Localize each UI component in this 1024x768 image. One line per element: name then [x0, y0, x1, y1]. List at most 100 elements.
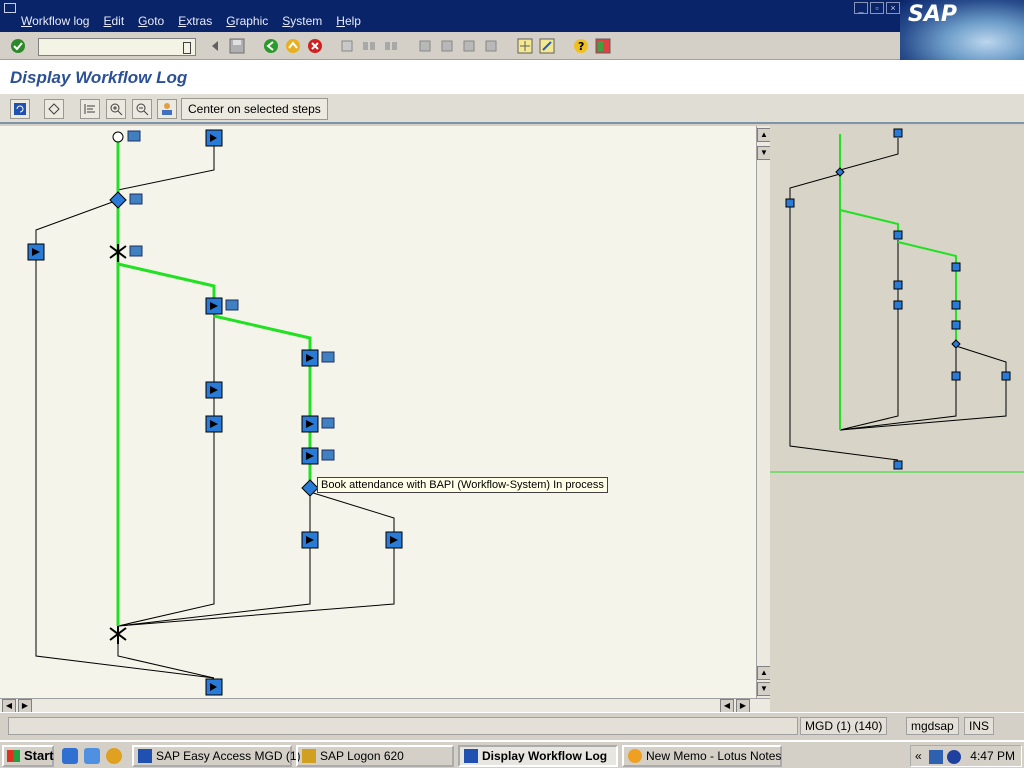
last-page-icon[interactable] [482, 37, 500, 55]
globe-icon[interactable] [947, 750, 961, 764]
menu-goto[interactable]: Goto [138, 14, 165, 28]
node-end-event[interactable] [205, 678, 223, 696]
workflow-graph[interactable] [0, 126, 756, 698]
scroll-page-left-icon[interactable]: ◀ [720, 699, 734, 713]
workflow-graph-icon[interactable] [44, 99, 64, 119]
minimize-icon[interactable]: _ [854, 2, 868, 14]
align-icon[interactable] [80, 99, 100, 119]
first-page-icon[interactable] [416, 37, 434, 55]
internet-explorer-icon[interactable] [62, 748, 78, 764]
node-tooltip: Book attendance with BAPI (Workflow-Syst… [317, 477, 608, 493]
task-lotus-notes-memo[interactable]: New Memo - Lotus Notes [622, 745, 782, 767]
node-step-1[interactable] [205, 297, 239, 315]
task-sap-easy-access[interactable]: SAP Easy Access MGD (1) [132, 745, 301, 767]
next-page-icon[interactable] [460, 37, 478, 55]
save-icon[interactable] [228, 37, 246, 55]
network-icon[interactable] [929, 750, 943, 764]
node-step-3[interactable] [205, 381, 223, 399]
print-icon[interactable] [338, 37, 356, 55]
vertical-scrollbar[interactable]: ▲ ▼ ▲ ▼ [756, 126, 771, 698]
enter-check-icon[interactable] [9, 37, 27, 55]
overview-graph [770, 126, 1024, 473]
exit-icon[interactable] [284, 37, 302, 55]
menu-workflow-log[interactable]: Workflow log [21, 14, 90, 28]
page-title: Display Workflow Log [10, 68, 188, 87]
system-menu-icon[interactable] [4, 3, 16, 13]
create-session-icon[interactable] [516, 37, 534, 55]
desktop-icon[interactable] [84, 748, 100, 764]
graph-connectors [35, 142, 395, 679]
node-step-6[interactable] [301, 447, 335, 465]
help-icon[interactable]: ? [572, 37, 590, 55]
node-step-2[interactable] [301, 349, 335, 367]
task-label: Display Workflow Log [482, 749, 608, 763]
menu-edit[interactable]: Edit [103, 14, 125, 28]
scroll-page-right-icon[interactable]: ▶ [18, 699, 32, 713]
scroll-page-down-icon[interactable]: ▼ [757, 146, 771, 160]
zoom-in-icon[interactable] [106, 99, 126, 119]
cancel-icon[interactable] [306, 37, 324, 55]
sap-logo-text: SAP [908, 2, 957, 27]
workflow-graph-pane[interactable]: Book attendance with BAPI (Workflow-Syst… [0, 126, 756, 698]
task-label: SAP Logon 620 [320, 749, 404, 763]
task-display-workflow-log[interactable]: Display Workflow Log [458, 745, 618, 767]
overview-icon[interactable] [157, 99, 177, 119]
system-info[interactable]: MGD (1) (140) [800, 717, 888, 735]
node-join[interactable] [109, 626, 127, 644]
menu-system[interactable]: System [282, 14, 323, 28]
node-step-4[interactable] [205, 415, 223, 433]
windows-taskbar: Start SAP Easy Access MGD (1) SAP Logon … [0, 740, 1024, 768]
node-step-left[interactable] [27, 243, 45, 261]
task-label: New Memo - Lotus Notes [646, 749, 782, 763]
node-step-8[interactable] [385, 531, 403, 549]
horizontal-scrollbar[interactable]: ◀ ▶ ◀ ▶ [0, 698, 770, 713]
menu-extras[interactable]: Extras [178, 14, 213, 28]
node-condition-1[interactable] [109, 191, 143, 209]
graph-overview-pane[interactable] [770, 126, 1024, 712]
close-icon[interactable]: × [886, 2, 900, 14]
application-toolbar: Center on selected steps [0, 94, 1024, 124]
command-field[interactable] [38, 38, 196, 56]
scroll-right-icon[interactable]: ▶ [736, 699, 750, 713]
node-step-5[interactable] [301, 415, 335, 433]
sap-logon-icon [302, 749, 316, 763]
menu-graphic[interactable]: Graphic [226, 14, 269, 28]
scroll-page-up-icon[interactable]: ▲ [757, 666, 771, 680]
task-sap-logon[interactable]: SAP Logon 620 [296, 745, 454, 767]
node-start-event[interactable] [112, 130, 141, 143]
zoom-out-icon[interactable] [132, 99, 152, 119]
media-player-icon[interactable] [106, 748, 122, 764]
window-title-bar: Workflow log Edit Goto Extras Graphic Sy… [0, 0, 1024, 32]
menu-help[interactable]: Help [336, 14, 361, 28]
find-icon[interactable] [360, 37, 378, 55]
window-controls: _ ▫ × [854, 2, 900, 14]
tray-expand-icon[interactable]: « [915, 749, 922, 763]
task-label: SAP Easy Access MGD (1) [156, 749, 301, 763]
node-event-top[interactable] [205, 129, 223, 147]
status-bar: MGD (1) (140) mgdsap INS [0, 712, 1024, 738]
previous-page-icon[interactable] [438, 37, 456, 55]
shortcut-icon[interactable] [538, 37, 556, 55]
sap-window-icon [138, 749, 152, 763]
layout-menu-icon[interactable] [594, 37, 612, 55]
clock[interactable]: 4:47 PM [970, 749, 1015, 763]
center-on-selected-steps-button[interactable]: Center on selected steps [181, 98, 328, 120]
overview-connectors [789, 138, 1007, 461]
refresh-icon[interactable] [10, 99, 30, 119]
node-step-7[interactable] [301, 531, 319, 549]
command-field-back-icon[interactable] [206, 37, 224, 55]
scroll-down-icon[interactable]: ▼ [757, 682, 771, 696]
overview-nodes [785, 128, 1011, 470]
back-icon[interactable] [262, 37, 280, 55]
status-message-field [8, 717, 798, 735]
system-tray: « 4:47 PM [910, 745, 1022, 767]
node-fork[interactable] [109, 244, 143, 262]
find-next-icon[interactable] [382, 37, 400, 55]
sap-window-icon [464, 749, 478, 763]
restore-icon[interactable]: ▫ [870, 2, 884, 14]
scroll-up-icon[interactable]: ▲ [757, 128, 771, 142]
start-button[interactable]: Start [2, 745, 54, 767]
menu-bar: Workflow log Edit Goto Extras Graphic Sy… [14, 12, 368, 30]
scroll-left-icon[interactable]: ◀ [2, 699, 16, 713]
server-info: mgdsap [906, 717, 959, 735]
